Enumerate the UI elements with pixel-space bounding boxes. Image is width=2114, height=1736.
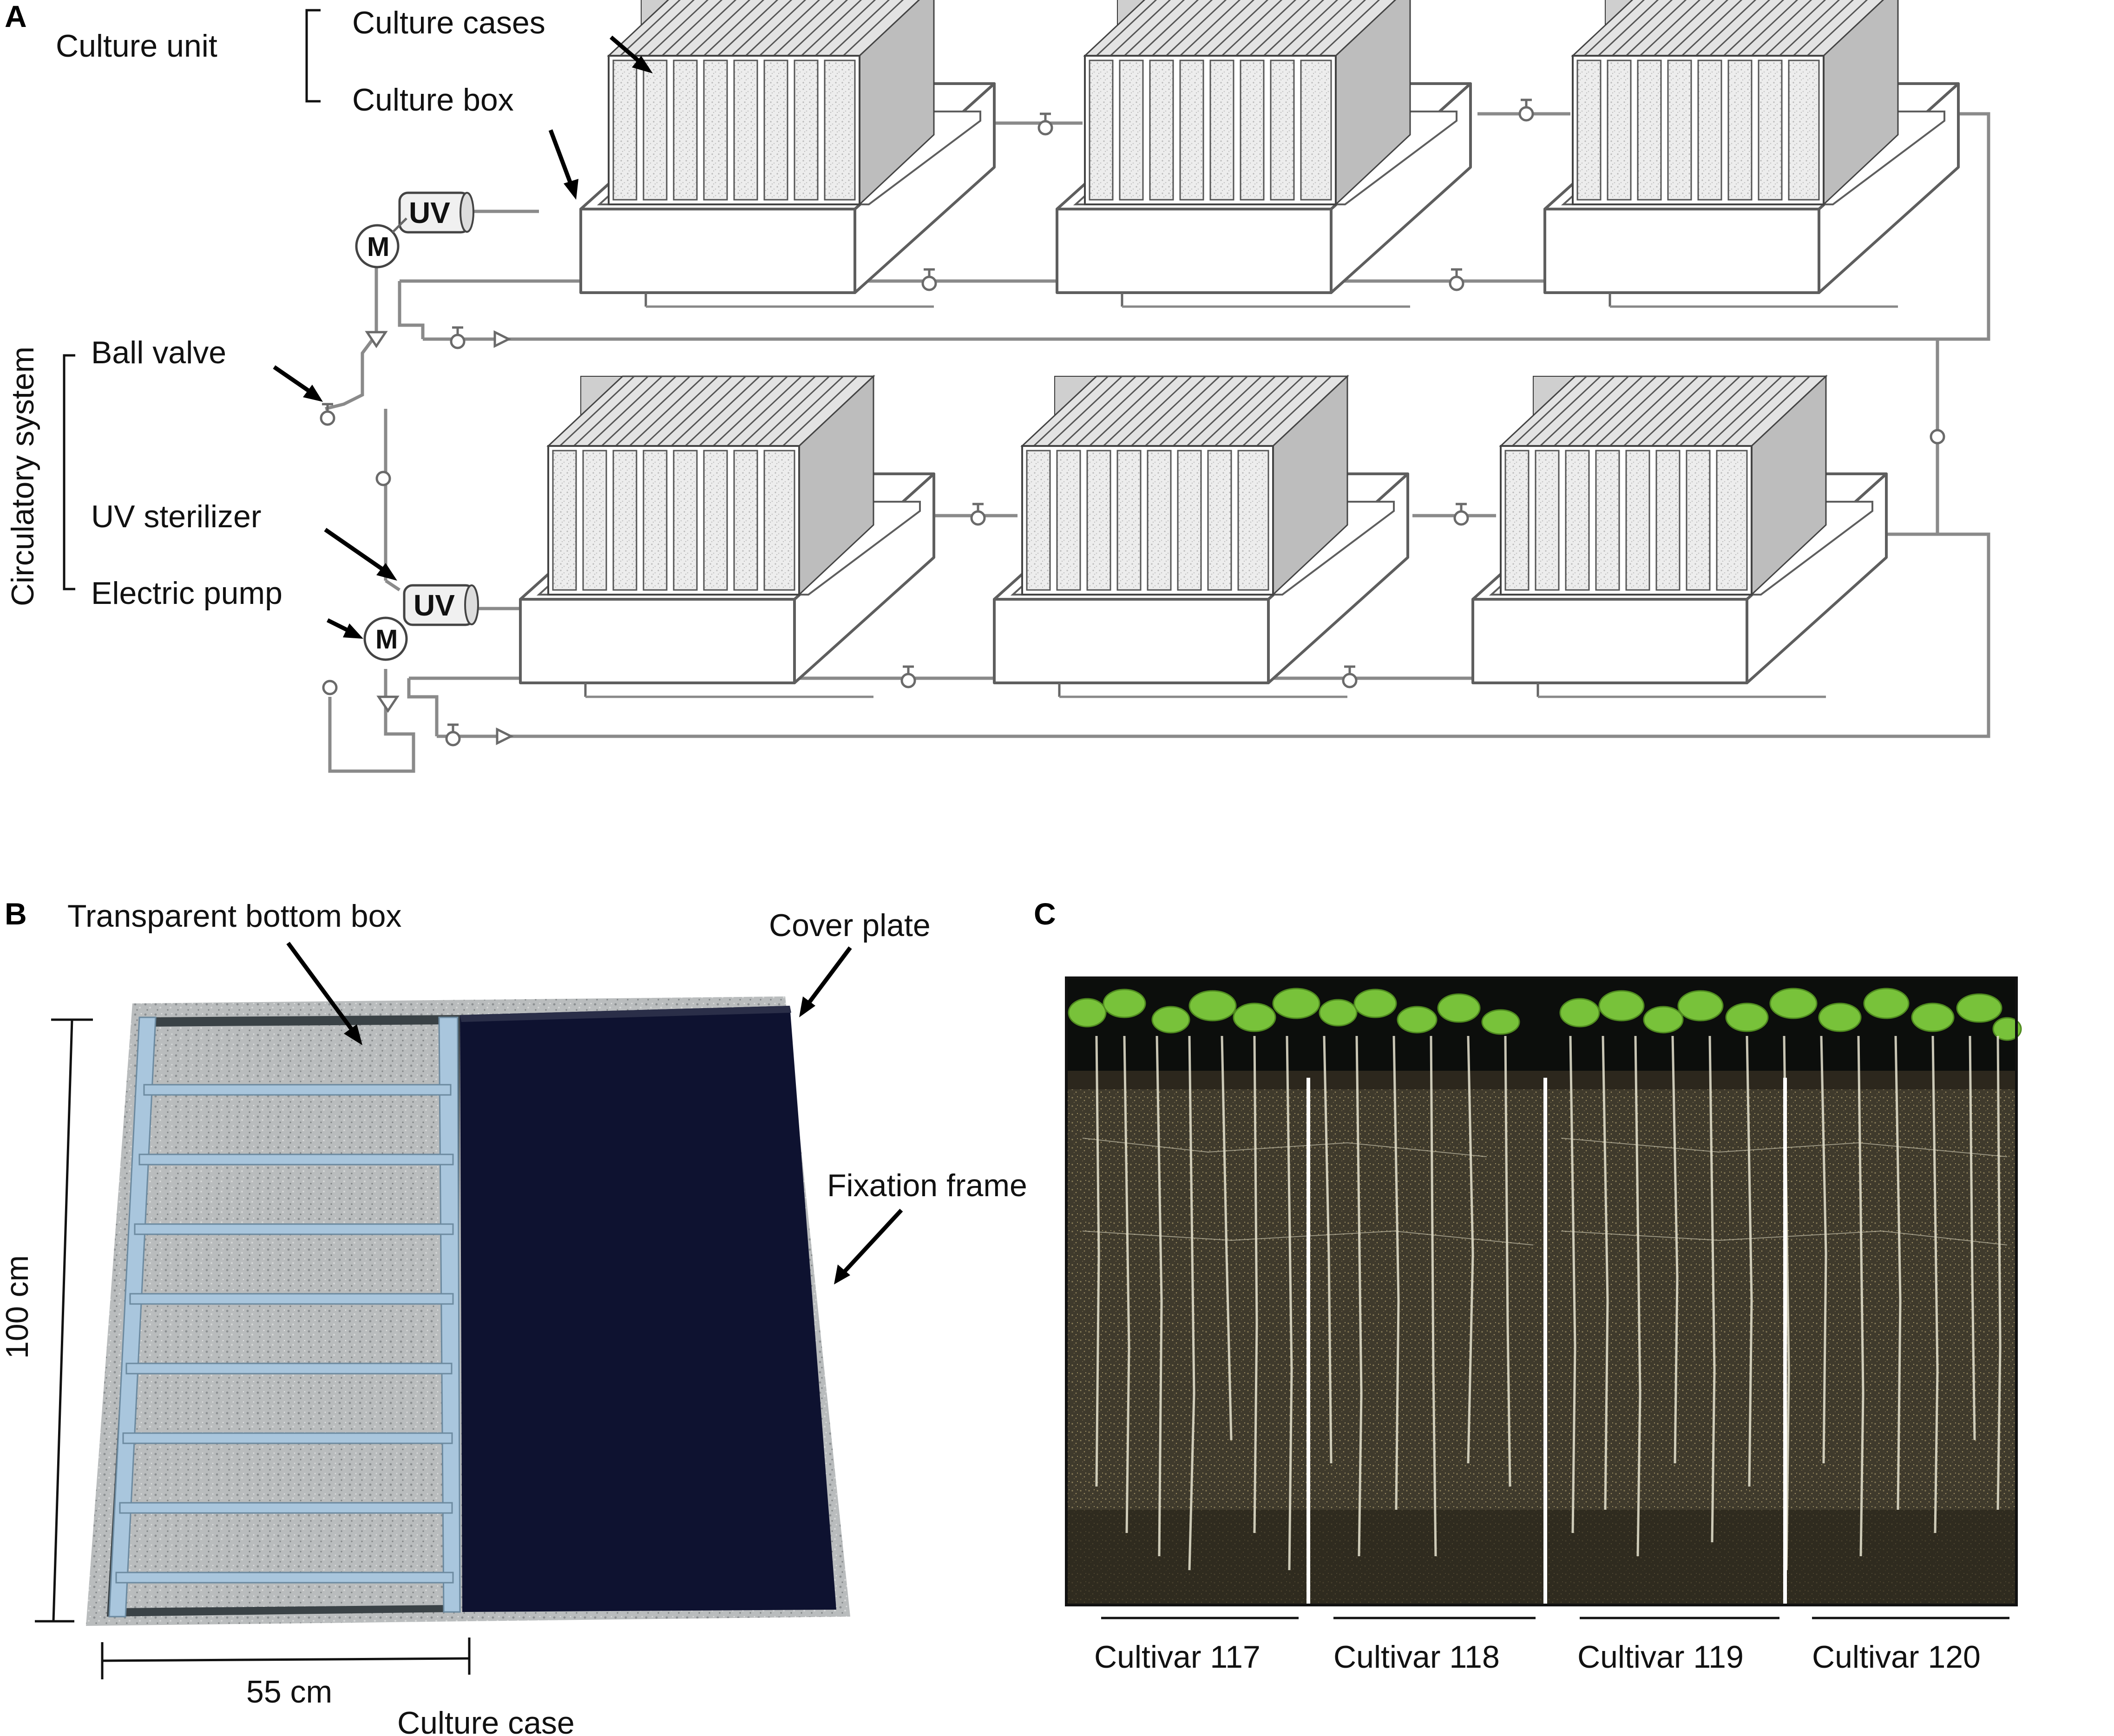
panel-a-arrows bbox=[273, 35, 653, 639]
culture-units-top bbox=[581, 0, 1958, 307]
label-culture-unit: Culture unit bbox=[56, 28, 217, 64]
bracket-culture-unit bbox=[305, 9, 321, 103]
uv-mark-top: UV bbox=[409, 196, 450, 229]
panel-b-letter: B bbox=[5, 897, 27, 931]
bracket-circulatory-system bbox=[63, 354, 75, 590]
label-transparent-bottom-box: Transparent bottom box bbox=[67, 898, 401, 934]
label-cultivar-120: Cultivar 120 bbox=[1812, 1639, 1981, 1675]
label-fixation-frame: Fixation frame bbox=[827, 1168, 1027, 1203]
dimension-100cm bbox=[35, 1018, 93, 1623]
panel-c-letter: C bbox=[1034, 897, 1056, 931]
label-cultivar-119: Cultivar 119 bbox=[1577, 1639, 1744, 1675]
rhizobox-photo bbox=[1065, 976, 2022, 1606]
label-55-cm: 55 cm bbox=[246, 1674, 332, 1710]
label-ball-valve: Ball valve bbox=[91, 335, 226, 370]
label-100-cm: 100 cm bbox=[0, 1255, 35, 1359]
label-culture-case: Culture case bbox=[397, 1705, 575, 1736]
label-circulatory-system: Circulatory system bbox=[5, 347, 40, 606]
culture-units-bottom bbox=[520, 376, 1886, 697]
label-culture-cases: Culture cases bbox=[352, 5, 545, 40]
label-uv-sterilizer: UV sterilizer bbox=[91, 499, 262, 534]
label-electric-pump: Electric pump bbox=[91, 576, 282, 611]
culture-case-photo bbox=[86, 996, 850, 1626]
ball-valves bbox=[321, 100, 1945, 745]
label-culture-box: Culture box bbox=[352, 82, 514, 118]
uv-mark-bottom: UV bbox=[414, 589, 455, 622]
label-cultivar-117: Cultivar 117 bbox=[1094, 1639, 1261, 1675]
dimension-55cm bbox=[101, 1638, 471, 1679]
uv-sterilizer-bottom: UV bbox=[403, 584, 479, 626]
panel-b-arrows bbox=[286, 942, 903, 1284]
uv-sterilizer-top: UV bbox=[398, 191, 474, 234]
electric-pump-top: M bbox=[355, 217, 407, 269]
electric-pump-bottom: M bbox=[363, 616, 408, 661]
panel-a-letter: A bbox=[5, 0, 27, 33]
pump-mark-top: M bbox=[367, 232, 389, 262]
pump-mark-bottom: M bbox=[375, 624, 398, 655]
label-cover-plate: Cover plate bbox=[769, 908, 931, 943]
label-cultivar-118: Cultivar 118 bbox=[1333, 1639, 1500, 1675]
